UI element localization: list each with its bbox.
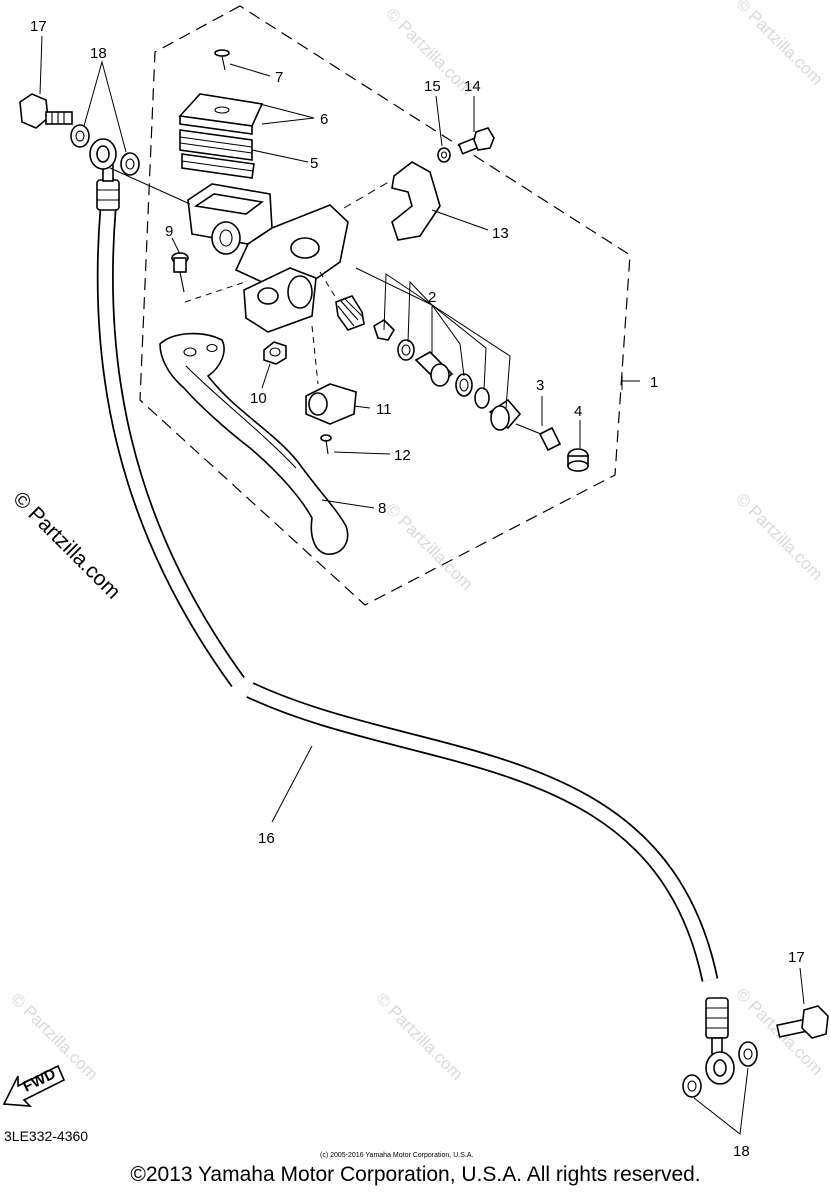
push-rod [515, 423, 562, 452]
callout-2: 2 [428, 289, 436, 306]
callout-15: 15 [424, 78, 441, 95]
callout-labels: 1 2 3 4 5 6 7 8 9 10 11 12 13 14 15 16 1… [30, 18, 805, 1160]
watermark-dark: © Partzilla.com [8, 487, 124, 603]
callout-18-top: 18 [90, 45, 107, 62]
master-cylinder-body [187, 183, 349, 333]
callout-10: 10 [250, 390, 267, 407]
watermark: © Partzilla.com [732, 0, 826, 89]
callout-14: 14 [464, 78, 481, 95]
piston-kit [319, 271, 522, 431]
parts-diagram: © Partzilla.com © Partzilla.com © Partzi… [2, 0, 829, 1160]
callout-8: 8 [378, 500, 386, 517]
pivot-bolt [171, 252, 189, 293]
callout-7: 7 [275, 69, 283, 86]
callout-18-bottom: 18 [733, 1143, 750, 1160]
diagram-code: 3LE332-4360 [4, 1128, 89, 1144]
callout-16: 16 [258, 830, 275, 847]
cap-screw [214, 49, 230, 71]
washer [738, 1041, 758, 1067]
callout-17-bottom: 17 [788, 949, 805, 966]
washer [437, 147, 451, 163]
union-bolt-top [19, 93, 73, 129]
clamp-bolt [457, 127, 495, 155]
callout-11: 11 [376, 401, 392, 418]
watermark: © Partzilla.com [372, 989, 466, 1083]
callout-13: 13 [492, 225, 509, 242]
callout-12: 12 [394, 447, 411, 464]
union-bolt-bottom [776, 1005, 829, 1039]
leader-lines [39, 35, 805, 1135]
watermark: © Partzilla.com [382, 499, 476, 593]
callout-5: 5 [310, 155, 318, 172]
fwd-arrow: FWD [2, 1064, 66, 1107]
boot [567, 448, 589, 472]
assembly-outline [139, 5, 631, 606]
fine-print: (c) 2005-2016 Yamaha Motor Corporation, … [320, 1152, 474, 1159]
brake-switch [305, 325, 357, 425]
callout-17-top: 17 [30, 18, 47, 35]
holder-clamp [343, 161, 441, 241]
washer [70, 124, 90, 148]
callout-6: 6 [320, 111, 328, 128]
nut [263, 341, 287, 365]
watermark: © Partzilla.com [732, 489, 826, 583]
washer [682, 1074, 702, 1098]
reservoir-cap [178, 93, 264, 135]
copyright-notice: ©2013 Yamaha Motor Corporation, U.S.A. A… [130, 1163, 701, 1186]
callout-3: 3 [536, 377, 544, 394]
washer [120, 152, 140, 176]
diaphragm [179, 129, 255, 179]
brake-lever [159, 332, 349, 555]
brake-hose [89, 138, 735, 1085]
callout-1: 1 [650, 374, 658, 391]
callout-4: 4 [574, 403, 582, 420]
callout-9: 9 [165, 223, 173, 240]
switch-screw [320, 434, 332, 455]
